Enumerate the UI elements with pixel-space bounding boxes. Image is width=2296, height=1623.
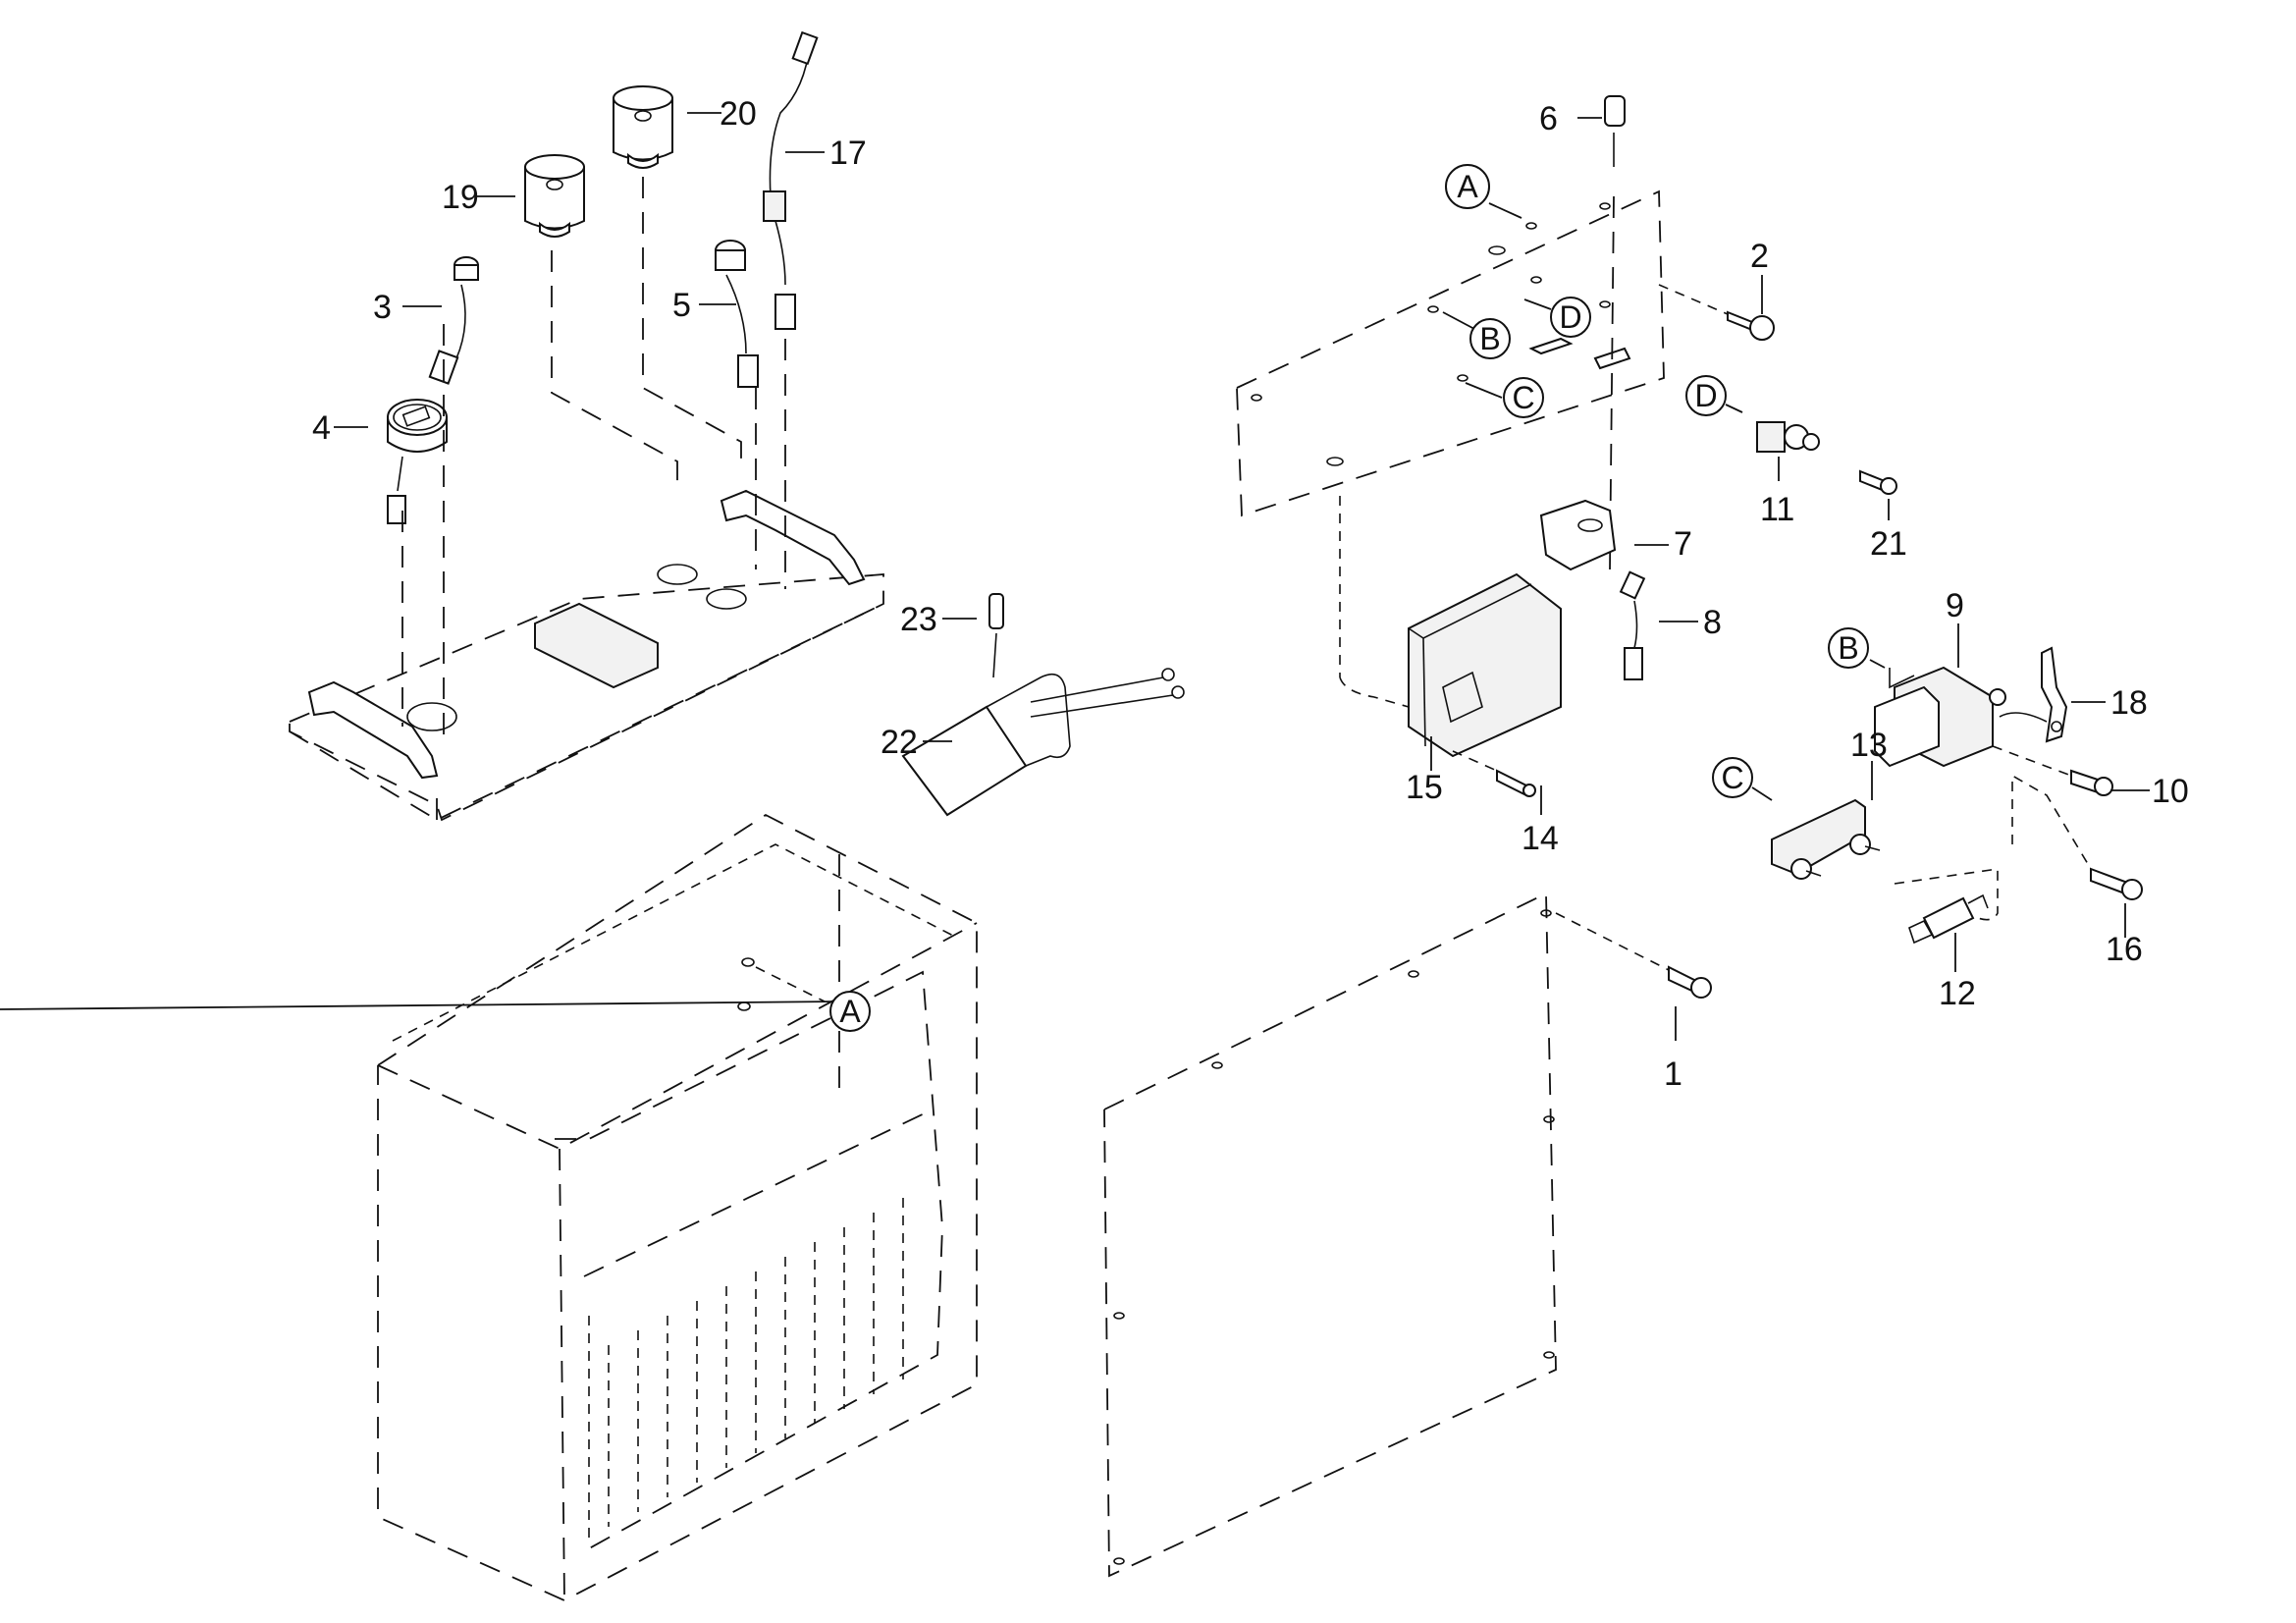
ref-marker-label: A [839,994,861,1029]
part-12-fuse [1894,868,1999,945]
part-14-bolt [1452,750,1536,797]
ref-marker-b-contactor: B [1828,627,1869,669]
mounting-plate [1236,189,1665,517]
callout-9: 9 [1946,587,1964,624]
part-6-bolt [1604,95,1626,570]
part-8-harness [1619,570,1646,680]
cover-panel [1103,892,1557,1578]
ref-marker-label: B [1479,321,1500,356]
part-10-bolt [1992,745,2113,796]
reference-markers: A B D C D B C A [829,164,1869,1032]
callout-20: 20 [720,95,757,133]
callout-23: 23 [900,601,937,638]
part-2-bolt [1658,284,1775,341]
callout-2: 2 [1750,238,1769,275]
part-7-bracket [1539,499,1617,571]
leader-lines [0,112,2150,1041]
callout-3: 3 [373,289,392,326]
part-1-bolt [1555,912,1712,999]
callout-11: 11 [1760,491,1794,528]
top-tray-panel [289,489,884,822]
callout-10: 10 [2152,773,2189,810]
callout-12: 12 [1939,975,1976,1012]
ref-marker-label: A [1457,169,1478,204]
part-15-controller [1339,496,1562,758]
part-13-fuse-holder [1771,798,1881,880]
callout-19: 19 [442,179,479,216]
part-22-connector [901,668,1185,817]
ref-marker-d-switch: D [1685,375,1727,416]
callout-5: 5 [672,287,691,324]
ref-marker-label: D [1559,299,1581,335]
callout-21: 21 [1870,525,1907,563]
assembly-lines-left [401,177,786,746]
callout-1: 1 [1664,1055,1682,1093]
part-5-sensor [715,240,759,388]
callout-15: 15 [1406,769,1443,806]
callout-22: 22 [881,724,918,761]
part-3-indicator [428,256,479,385]
ref-marker-label: B [1838,630,1858,666]
ref-marker-c-fuse: C [1712,757,1753,798]
callout-16: 16 [2106,931,2143,968]
callout-labels: 1 2 3 4 5 6 7 8 9 10 11 12 13 14 15 16 1… [312,95,2189,1093]
part-23-bolt [988,593,1004,678]
callout-13: 13 [1850,727,1888,764]
callout-18: 18 [2110,684,2148,722]
ref-marker-b-plate: B [1469,318,1511,359]
part-20-knob [613,85,673,169]
ref-marker-a-cabinet: A [829,991,871,1032]
part-18-busbar [1999,646,2068,743]
ref-marker-label: C [1721,760,1743,795]
part-21-bolt [1859,469,1897,495]
ref-marker-c-plate: C [1503,377,1544,418]
part-11-switch [1756,421,1820,453]
part-16-bolt [2011,774,2143,900]
ref-marker-label: D [1694,378,1717,413]
callout-7: 7 [1674,525,1692,563]
callout-17: 17 [829,135,867,172]
ref-marker-label: C [1512,380,1534,415]
part-9-contactor [1874,666,2006,768]
battery-cells [608,1198,904,1527]
part-17-harness [763,30,819,330]
callout-8: 8 [1703,604,1722,641]
callout-6: 6 [1539,100,1558,137]
ref-marker-d-plate: D [1550,297,1591,338]
callout-4: 4 [312,409,331,447]
part-19-knob [524,154,585,238]
callout-14: 14 [1522,820,1559,857]
ref-marker-a-plate: A [1445,164,1490,209]
battery-cabinet [377,813,978,1601]
part-4-hour-meter [387,399,448,524]
